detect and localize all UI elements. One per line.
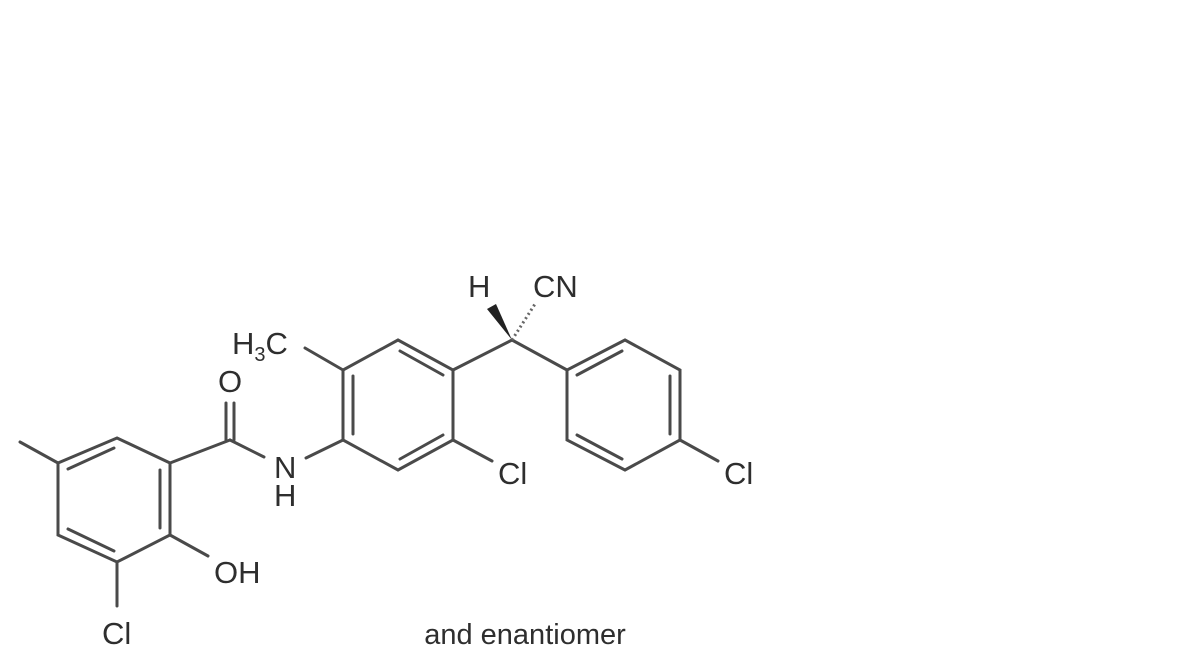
chiral-h-label: H	[468, 269, 490, 304]
caption: and enantiomer	[424, 619, 626, 650]
methyl-bond	[303, 346, 345, 372]
chloro-para-label: Cl	[724, 456, 753, 491]
wedge-bond	[487, 304, 512, 340]
hydroxyl-label: OH	[214, 555, 261, 590]
chloro-bond-para	[678, 438, 720, 463]
amide-group	[168, 401, 345, 465]
iodo-bond	[18, 440, 60, 465]
chloro-middle-label: Cl	[498, 456, 527, 491]
amide-n-label: N	[274, 450, 296, 485]
iodine-label: I	[0, 446, 3, 481]
salicyl-ring	[56, 436, 172, 564]
chloro-salicyl-label: Cl	[102, 616, 131, 650]
hydroxyl-bond	[168, 533, 210, 558]
amide-h-label: H	[274, 478, 296, 513]
stereocenter	[451, 303, 569, 372]
chloro-bond-middle	[451, 438, 494, 463]
middle-ring	[341, 338, 455, 472]
chlorophenyl-ring	[565, 338, 682, 472]
methyl-label: H3C	[232, 326, 288, 366]
carbonyl-oxygen-label: O	[218, 364, 242, 399]
hashed-bond	[510, 303, 537, 341]
nitrile-label: CN	[533, 269, 578, 304]
